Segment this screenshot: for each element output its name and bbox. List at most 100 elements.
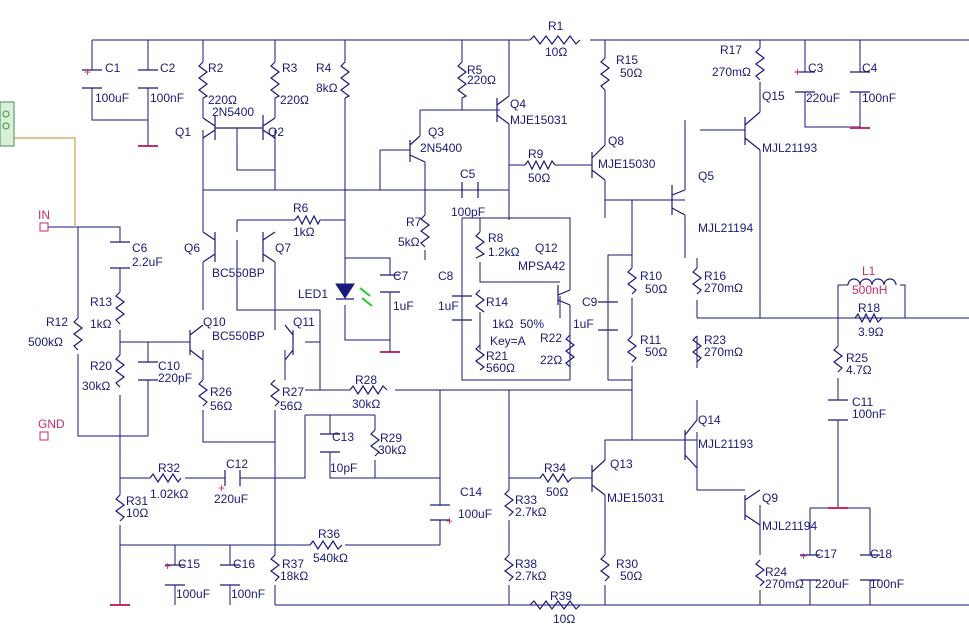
value-R11: 50Ω [645, 345, 667, 359]
value-R38: 2.7kΩ [515, 569, 547, 583]
value-R33: 2.7kΩ [515, 505, 547, 519]
input-connector [0, 101, 76, 227]
pct-R14: 50% [520, 317, 544, 331]
value-R8: 1.2kΩ [488, 245, 520, 259]
label-C16: C16 [233, 557, 255, 571]
value-C7: 1uF [393, 299, 414, 313]
connector-block[interactable] [0, 101, 15, 147]
label-Q5: Q5 [698, 169, 714, 183]
label-Q6: Q6 [184, 241, 200, 255]
label-R29: R29 [380, 431, 402, 445]
svg-text:+: + [84, 65, 91, 79]
label-Q10: Q10 [203, 315, 226, 329]
value-R3: 220Ω [280, 93, 309, 107]
label-Q11: Q11 [293, 315, 315, 329]
value-R26: 56Ω [210, 399, 232, 413]
label-R7: R7 [406, 215, 422, 229]
label-R14: R14 [486, 295, 508, 309]
value-C6: 2.2uF [132, 255, 163, 269]
label-Q1: Q1 [175, 125, 191, 139]
value-R16: 270mΩ [704, 281, 743, 295]
label-C12: C12 [226, 457, 248, 471]
value-R15: 50Ω [620, 66, 642, 80]
label-C3: C3 [808, 61, 824, 75]
inductor-L1 [847, 278, 897, 286]
value-R30: 50Ω [620, 569, 642, 583]
label-R28: R28 [355, 373, 377, 387]
label-Q7: Q7 [275, 241, 291, 255]
value-R1: 10Ω [545, 45, 567, 59]
label-R33: R33 [515, 493, 537, 507]
label-Q13: Q13 [610, 457, 633, 471]
label-R37: R37 [282, 557, 304, 571]
label-R18: R18 [858, 301, 880, 315]
type-Q10Q11: BC550BP [212, 329, 265, 343]
value-R5: 220Ω [467, 73, 496, 87]
resistor-symbols [73, 35, 883, 610]
in-port[interactable] [39, 222, 49, 232]
label-R31: R31 [126, 494, 148, 508]
value-R25: 4.7Ω [846, 363, 872, 377]
value-R29: 30kΩ [378, 443, 406, 457]
type-Q8: MJE15030 [598, 157, 656, 171]
label-R8: R8 [488, 231, 504, 245]
value-C3: 220uF [806, 91, 840, 105]
label-Q12: Q12 [535, 241, 558, 255]
value-R4: 8kΩ [316, 81, 338, 95]
svg-text:+: + [446, 514, 453, 528]
label-R17: R17 [720, 43, 742, 57]
label-C11: C11 [852, 395, 873, 409]
svg-text:+: + [800, 549, 807, 563]
type-Q12: MPSA42 [518, 259, 566, 273]
type-Q6Q7: BC550BP [212, 266, 265, 280]
label-C10: C10 [158, 359, 180, 373]
value-R17: 270mΩ [712, 65, 751, 79]
value-R14: 1kΩ [492, 317, 514, 331]
label-R36: R36 [318, 527, 340, 541]
type-Q9: MJL21194 [762, 519, 817, 533]
label-R11: R11 [640, 333, 661, 347]
capacitor-symbols [82, 69, 880, 586]
label-C5: C5 [460, 167, 476, 181]
label-R25: R25 [846, 351, 868, 365]
type-Q4: MJE15031 [510, 113, 568, 127]
label-Q2: Q2 [268, 125, 284, 139]
label-C15: C15 [178, 557, 200, 571]
label-C17: C17 [815, 547, 837, 561]
label-R22: R22 [540, 331, 562, 345]
label-R34: R34 [544, 461, 566, 475]
gnd-port[interactable] [39, 431, 49, 441]
value-C11: 100nF [852, 407, 886, 421]
polarity-marks: + + + + + + [84, 65, 807, 573]
label-Q3: Q3 [428, 125, 444, 139]
label-Q4: Q4 [510, 97, 526, 111]
value-R10: 50Ω [645, 282, 667, 296]
label-R21: R21 [486, 349, 508, 363]
value-R21: 560Ω [486, 361, 515, 375]
label-C6: C6 [132, 241, 148, 255]
label-R32: R32 [158, 461, 180, 475]
value-C8: 1uF [438, 299, 459, 313]
value-C15: 100uF [176, 587, 210, 601]
label-Q14: Q14 [698, 413, 721, 427]
label-Q8: Q8 [608, 134, 624, 148]
value-C16: 100nF [231, 587, 265, 601]
label-R30: R30 [616, 557, 638, 571]
label-C7: C7 [393, 269, 409, 283]
value-R2: 220Ω [208, 93, 237, 107]
in-port-label: IN [38, 208, 50, 222]
svg-text:+: + [164, 559, 171, 573]
ports: IN GND [38, 208, 65, 441]
label-R1: R1 [548, 19, 564, 33]
value-R32: 1.02kΩ [150, 487, 188, 501]
label-C8: C8 [438, 269, 454, 283]
component-labels: C1 100uF C2 100nF R2 220Ω R3 220Ω 2N5400… [28, 19, 904, 626]
value-R12: 500kΩ [28, 335, 63, 349]
value-R13: 1kΩ [90, 317, 112, 331]
label-R20: R20 [90, 359, 112, 373]
wires [48, 39, 969, 606]
svg-text:+: + [218, 481, 225, 495]
label-R10: R10 [640, 269, 662, 283]
label-R15: R15 [616, 53, 638, 67]
label-C1: C1 [105, 61, 121, 75]
